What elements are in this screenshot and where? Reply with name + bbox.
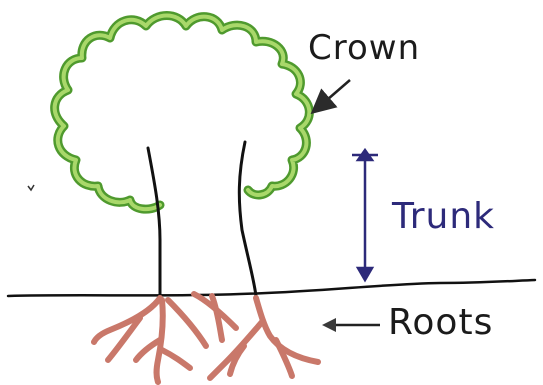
roots-shape [94,294,318,382]
roots-pointer-arrow [322,318,380,332]
crown-shape [55,16,310,210]
crown-label: Crown [308,28,420,68]
roots-label: Roots [388,302,493,343]
ground-line [8,280,535,296]
stray-mark [28,185,34,190]
crown-pointer-arrow [320,80,350,106]
trunk-label: Trunk [392,196,495,237]
trunk-shape [148,142,256,296]
trunk-height-arrow [352,150,378,280]
